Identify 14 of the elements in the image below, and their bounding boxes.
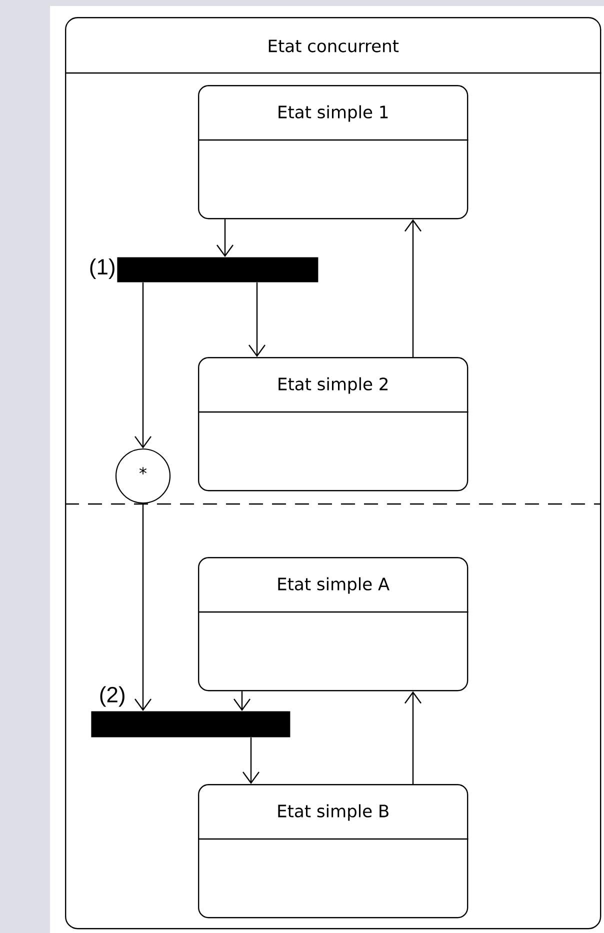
arrow xyxy=(404,219,422,357)
arrow xyxy=(134,282,152,448)
arrow xyxy=(234,691,250,711)
state-box: Etat simple 1 xyxy=(198,85,468,220)
arrow xyxy=(134,504,152,711)
state-box: Etat simple B xyxy=(198,784,468,918)
arrow xyxy=(242,737,260,784)
arrow xyxy=(248,282,266,357)
state-box: Etat simple A xyxy=(198,557,468,692)
bar-label: (2) xyxy=(100,686,124,707)
arrow xyxy=(216,219,234,257)
state-box: Etat simple 2 xyxy=(198,357,468,492)
bar-label: (1) xyxy=(90,258,114,279)
arrow xyxy=(404,691,422,784)
